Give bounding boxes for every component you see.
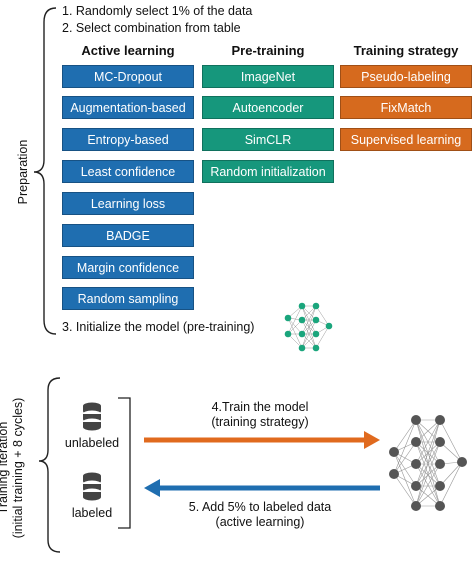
- network-node: [284, 314, 292, 322]
- active-learning-item: Learning loss: [62, 192, 194, 215]
- network-connection: [415, 463, 441, 487]
- active-learning-item: Augmentation-based: [62, 96, 194, 119]
- add-data-arrow: [144, 479, 380, 497]
- train-arrow: [144, 431, 380, 449]
- network-node: [435, 459, 445, 469]
- network-node: [389, 447, 399, 457]
- active-learning-item: Least confidence: [62, 160, 194, 183]
- train-arrow-line2: (training strategy): [211, 415, 309, 429]
- active-learning-header: Active learning: [81, 43, 175, 58]
- network-node: [312, 344, 320, 352]
- network-node: [389, 469, 399, 479]
- train-arrow-label: 4.Train the model (training strategy): [160, 400, 360, 430]
- training-strategy-item: Pseudo-labeling: [340, 65, 472, 88]
- unlabeled-label: unlabeled: [64, 436, 120, 450]
- network-connection: [393, 419, 417, 453]
- network-node: [325, 322, 333, 330]
- network-node: [457, 457, 467, 467]
- training-strategy-header: Training strategy: [353, 43, 459, 58]
- training-strategy-item: FixMatch: [340, 96, 472, 119]
- step-1-text: 1. Randomly select 1% of the data: [62, 4, 253, 18]
- network-connection: [287, 317, 303, 335]
- pre-training-item: SimCLR: [202, 128, 334, 151]
- network-connection: [415, 419, 441, 507]
- network-node: [298, 330, 306, 338]
- training-strategy-item: Supervised learning: [340, 128, 472, 151]
- network-connection: [393, 451, 417, 507]
- pre-training-header: Pre-training: [231, 43, 305, 58]
- network-connection: [439, 461, 463, 507]
- network-connection: [439, 461, 463, 487]
- unlabeled-database-icon: [83, 402, 101, 431]
- network-node: [298, 316, 306, 324]
- network-node: [284, 330, 292, 338]
- active-learning-item: Random sampling: [62, 287, 194, 310]
- active-learning-item: MC-Dropout: [62, 65, 194, 88]
- network-connection: [415, 419, 441, 487]
- network-node: [435, 415, 445, 425]
- step-2-text: 2. Select combination from table: [62, 21, 241, 35]
- pre-training-item: ImageNet: [202, 65, 334, 88]
- network-connection: [415, 419, 441, 443]
- network-node: [411, 415, 421, 425]
- network-node: [312, 330, 320, 338]
- active-learning-item: Entropy-based: [62, 128, 194, 151]
- active-learning-item: BADGE: [62, 224, 194, 247]
- network-connection: [301, 305, 317, 349]
- network-connection: [415, 419, 441, 465]
- network-node: [298, 302, 306, 310]
- network-connection: [415, 485, 441, 507]
- network-node: [435, 501, 445, 511]
- network-connection: [301, 305, 317, 335]
- network-connection: [315, 305, 330, 327]
- network-node: [312, 316, 320, 324]
- network-connection: [439, 419, 463, 463]
- labeled-database-icon: [83, 472, 101, 501]
- network-connection: [301, 319, 317, 349]
- pre-training-item: Random initialization: [202, 160, 334, 183]
- add-arrow-line1: 5. Add 5% to labeled data: [188, 500, 332, 514]
- add-arrow-line2: (active learning): [215, 515, 305, 529]
- add-arrow-label: 5. Add 5% to labeled data (active learni…: [150, 500, 370, 530]
- network-node: [411, 437, 421, 447]
- pre-training-item: Autoencoder: [202, 96, 334, 119]
- training-brace: [38, 377, 61, 553]
- network-connection: [415, 441, 441, 507]
- network-node: [298, 344, 306, 352]
- train-arrow-line1: 4.Train the model: [211, 400, 309, 414]
- preparation-brace: [33, 7, 57, 335]
- network-connection: [393, 441, 417, 475]
- network-connection: [287, 305, 303, 335]
- database-bracket: [118, 397, 131, 529]
- network-node: [312, 302, 320, 310]
- network-connection: [393, 473, 417, 507]
- labeled-label: labeled: [71, 506, 113, 520]
- network-connection: [315, 325, 330, 349]
- step-3-text: 3. Initialize the model (pre-training): [62, 320, 255, 334]
- network-node: [435, 481, 445, 491]
- network-connection: [415, 463, 441, 507]
- network-node: [411, 459, 421, 469]
- network-connection: [287, 317, 303, 349]
- network-connection: [393, 419, 417, 475]
- network-node: [411, 501, 421, 511]
- network-node: [435, 437, 445, 447]
- active-learning-item: Margin confidence: [62, 256, 194, 279]
- network-node: [411, 481, 421, 491]
